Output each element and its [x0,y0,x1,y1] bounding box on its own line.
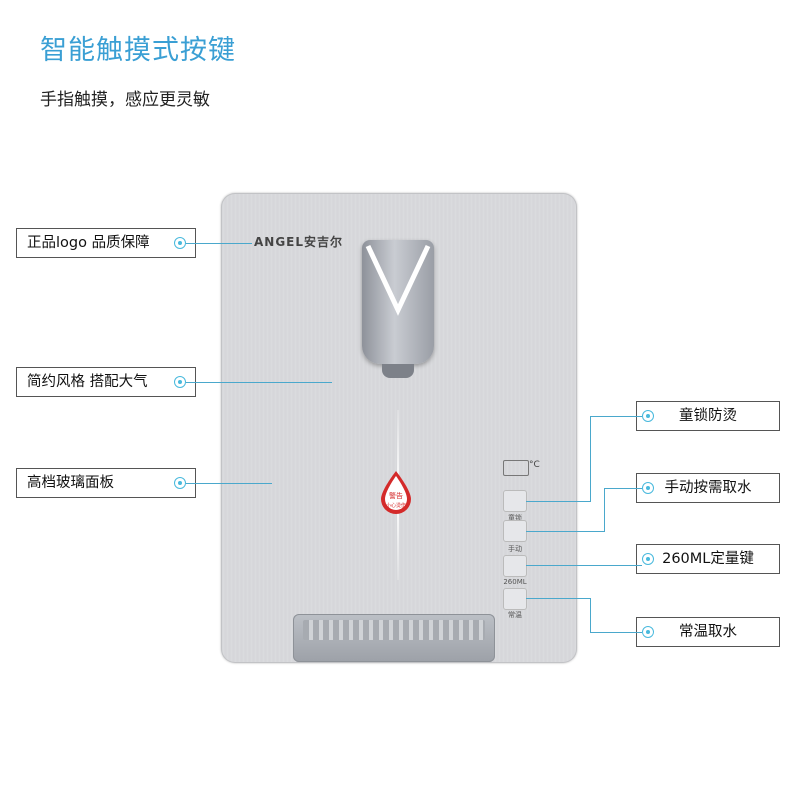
manual-button[interactable] [503,520,527,542]
manual-label: 手动 [508,545,522,553]
callout-child-lock: 童锁防烫 [636,401,780,431]
page-subtitle: 手指触摸，感应更灵敏 [40,90,210,110]
callout-dot-icon [642,482,654,494]
callout-line [526,531,605,532]
drop-warning-subtext: 小心烫伤 [386,502,406,509]
drip-tray-grill [303,620,485,640]
callout-line [604,488,605,532]
260ml-label: 260ML [503,578,527,586]
temperature-display [503,460,529,476]
callout-260ml: 260ML定量键 [636,544,780,574]
callout-simple-style: 简约风格 搭配大气 [16,367,196,397]
callout-line [186,382,332,383]
callout-dot-icon [642,553,654,565]
callout-dot-icon [174,237,186,249]
callout-line [186,483,272,484]
callout-dot-icon [642,626,654,638]
callout-line [590,632,642,633]
callout-line [604,488,642,489]
drop-warning-text: 警告 [389,491,403,500]
callout-dot-icon [174,477,186,489]
normal-temp-button[interactable] [503,588,527,610]
normal-temp-label: 常温 [508,611,522,619]
temperature-unit: °C [529,460,540,470]
callout-normal-temp: 常温取水 [636,617,780,647]
page-title: 智能触摸式按键 [40,35,236,66]
callout-dot-icon [642,410,654,422]
callout-glass-panel: 高档玻璃面板 [16,468,196,498]
callout-line [590,416,591,502]
callout-line [526,565,642,566]
callout-line [526,501,591,502]
callout-line [526,598,590,599]
callout-manual: 手动按需取水 [636,473,780,503]
260ml-button[interactable] [503,555,527,577]
child-lock-label: 童锁 [508,514,522,522]
callout-dot-icon [174,376,186,388]
callout-line [590,416,642,417]
spout-nozzle [382,364,414,378]
callout-line [186,243,252,244]
callout-line [590,598,591,632]
hot-warning-drop-icon: 警告 小心烫伤 [381,471,411,514]
brand-logo: ANGEL安吉尔 [254,235,344,249]
water-spout [362,240,434,364]
child-lock-button[interactable] [503,490,527,512]
callout-genuine-logo: 正品logo 品质保障 [16,228,196,258]
spout-v-icon [365,244,431,316]
